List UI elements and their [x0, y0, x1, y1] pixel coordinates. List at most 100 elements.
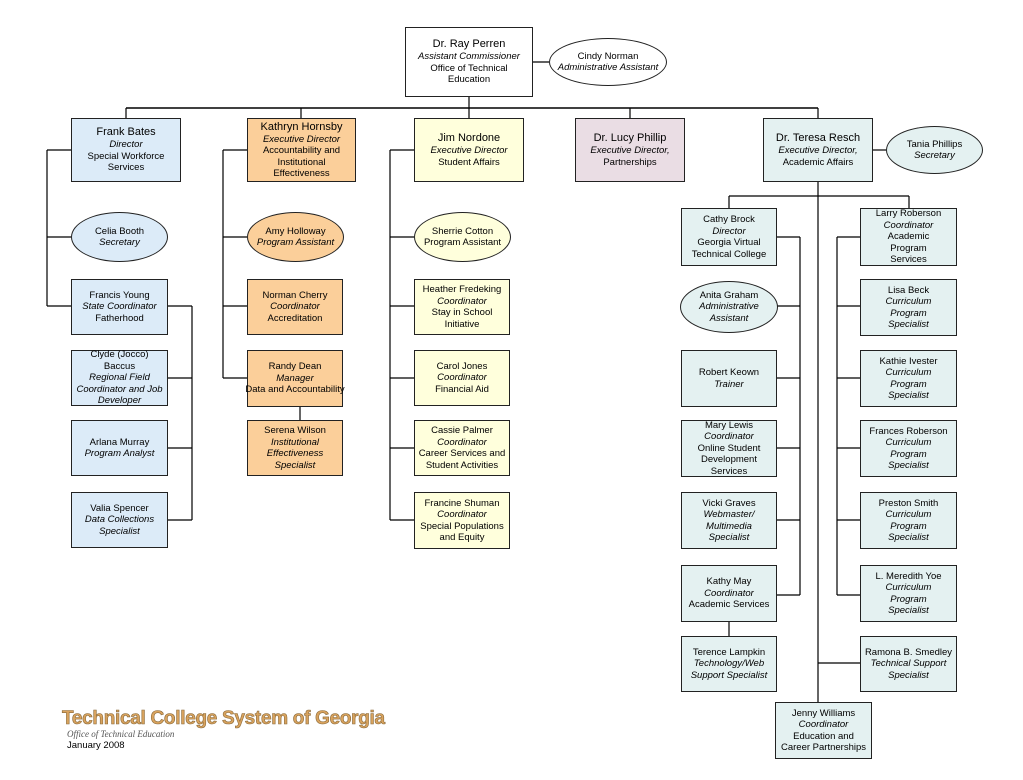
node-jim-nordone: Jim Nordone Executive Director Student A…: [414, 118, 524, 182]
node-dept: Special Workforce Services: [87, 150, 165, 174]
node-dept: Fatherhood: [95, 312, 144, 324]
node-title: Administrative Assistant: [699, 301, 759, 324]
node-valia-spencer: Valia Spencer Data Collections Specialis…: [71, 492, 168, 548]
node-title: Trainer: [714, 378, 744, 390]
node-clyde-baccus: Clyde (Jocco) Baccus Regional Field Coor…: [71, 349, 168, 407]
node-title: Coordinator: [437, 509, 487, 520]
node-dept: Education and Career Partnerships: [780, 730, 866, 754]
node-name: Valia Spencer: [90, 502, 149, 514]
node-name: Dr. Teresa Resch: [775, 132, 861, 144]
node-name: Dr. Lucy Phillip: [593, 132, 667, 144]
node-dept: Data and Accountability: [245, 384, 345, 396]
node-kathie-ivester: Kathie Ivester Curriculum Program Specia…: [860, 350, 957, 407]
node-serena-wilson: Serena Wilson Institutional Effectivenes…: [247, 420, 343, 476]
node-name: Cindy Norman: [577, 50, 639, 62]
node-frances-roberson: Frances Roberson Curriculum Program Spec…: [860, 420, 957, 477]
tcsg-logo: Technical College System of Georgia Offi…: [62, 708, 386, 739]
node-cindy-norman: Cindy Norman Administrative Assistant: [549, 38, 667, 86]
node-name: Robert Keown: [698, 367, 760, 378]
node-name: Dr. Ray Perren: [432, 38, 506, 51]
node-name: Vicki Graves: [702, 497, 756, 509]
node-name: Tania Phillips: [906, 138, 963, 150]
node-name: Ramona B. Smedley: [864, 646, 953, 658]
node-arlana-murray: Arlana Murray Program Analyst: [71, 420, 168, 476]
node-jenny-williams: Jenny Williams Coordinator Education and…: [775, 702, 872, 759]
node-name: Anita Graham: [699, 289, 759, 301]
node-kathryn-hornsby: Kathryn Hornsby Executive Director Accou…: [247, 118, 356, 182]
node-title: Program Assistant: [256, 237, 335, 248]
node-terence-lampkin: Terence Lampkin Technology/Web Support S…: [681, 636, 777, 692]
node-dept: Accountability and Institutional Effecti…: [262, 145, 341, 179]
node-title: Regional Field Coordinator and Job Devel…: [76, 372, 163, 407]
node-title: Webmaster/ Multimedia Specialist: [703, 509, 755, 543]
node-name: Francis Young: [89, 289, 150, 301]
node-sherrie-cotton: Sherrie Cotton Program Assistant: [414, 212, 511, 262]
node-preston-smith: Preston Smith Curriculum Program Special…: [860, 492, 957, 549]
node-anita-graham: Anita Graham Administrative Assistant: [680, 281, 778, 333]
node-title: Coordinator: [270, 301, 320, 313]
node-kathy-may: Kathy May Coordinator Academic Services: [681, 565, 777, 622]
node-title: Curriculum Program Specialist: [885, 367, 932, 401]
node-title: Secretary: [914, 150, 955, 161]
node-title: State Coordinator: [82, 301, 157, 313]
node-cathy-brock: Cathy Brock Director Georgia Virtual Tec…: [681, 208, 777, 266]
node-dept: Academic Services: [688, 599, 770, 611]
node-name: Cathy Brock: [703, 214, 755, 225]
node-dept: Career Services and Student Activities: [418, 448, 506, 471]
node-name: Francine Shuman: [424, 497, 500, 509]
node-title: Executive Director,: [778, 145, 858, 156]
node-name: Larry Roberson: [875, 208, 942, 220]
node-lucy-phillip: Dr. Lucy Phillip Executive Director, Par…: [575, 118, 685, 182]
node-dept: Program Assistant: [423, 237, 502, 248]
node-name: Heather Fredeking: [422, 284, 502, 295]
node-name: Preston Smith: [878, 497, 939, 509]
node-name: L. Meredith Yoe: [875, 570, 942, 582]
node-name: Norman Cherry: [262, 289, 328, 301]
node-meredith-yoe: L. Meredith Yoe Curriculum Program Speci…: [860, 565, 957, 622]
node-name: Cassie Palmer: [431, 425, 493, 436]
node-name: Kathryn Hornsby: [260, 120, 343, 133]
node-name: Lisa Beck: [887, 284, 930, 296]
node-name: Randy Dean: [268, 361, 322, 373]
node-celia-booth: Celia Booth Secretary: [71, 212, 168, 262]
node-carol-jones: Carol Jones Coordinator Financial Aid: [414, 350, 510, 406]
node-title: Data Collections Specialist: [84, 514, 155, 537]
node-title: Coordinator: [704, 431, 754, 443]
node-title: Curriculum Program Specialist: [885, 437, 932, 471]
chart-date: January 2008: [67, 740, 125, 751]
node-title: Coordinator: [437, 436, 487, 448]
node-title: Coordinator: [704, 587, 754, 599]
node-dept: Special Populations and Equity: [420, 520, 504, 544]
node-robert-keown: Robert Keown Trainer: [681, 350, 777, 407]
node-title: Secretary: [99, 237, 140, 248]
node-name: Frank Bates: [96, 126, 156, 139]
node-title: Administrative Assistant: [557, 62, 659, 73]
node-vicki-graves: Vicki Graves Webmaster/ Multimedia Speci…: [681, 492, 777, 549]
node-dept: Academic Program Services: [887, 231, 930, 266]
node-title: Technology/Web Support Specialist: [690, 658, 768, 681]
node-title: Manager: [276, 372, 314, 384]
node-name: Terence Lampkin: [692, 646, 766, 658]
node-francis-young: Francis Young State Coordinator Fatherho…: [71, 279, 168, 335]
node-title: Program Analyst: [84, 448, 155, 459]
logo-subtitle: Office of Technical Education: [67, 729, 175, 739]
node-norman-cherry: Norman Cherry Coordinator Accreditation: [247, 279, 343, 335]
node-title: Coordinator: [437, 295, 487, 307]
node-cassie-palmer: Cassie Palmer Coordinator Career Service…: [414, 420, 510, 476]
node-name: Carol Jones: [436, 360, 488, 372]
node-title: Institutional Effectiveness Specialist: [266, 436, 324, 471]
node-title: Assistant Commissioner: [418, 51, 520, 63]
node-name: Amy Holloway: [265, 225, 326, 237]
node-title: Director: [712, 225, 746, 237]
node-title: Executive Director,: [590, 145, 670, 156]
node-title: Curriculum Program Specialist: [885, 296, 932, 330]
node-randy-dean: Randy Dean Manager Data and Accountabili…: [245, 350, 345, 407]
node-title: Curriculum Program Specialist: [885, 509, 932, 543]
node-amy-holloway: Amy Holloway Program Assistant: [247, 212, 344, 262]
node-title: Coordinator: [437, 372, 487, 384]
node-name: Clyde (Jocco) Baccus: [90, 349, 149, 372]
node-tania-phillips: Tania Phillips Secretary: [886, 126, 983, 174]
node-name: Sherrie Cotton: [431, 225, 494, 237]
node-dept: Financial Aid: [435, 383, 489, 395]
